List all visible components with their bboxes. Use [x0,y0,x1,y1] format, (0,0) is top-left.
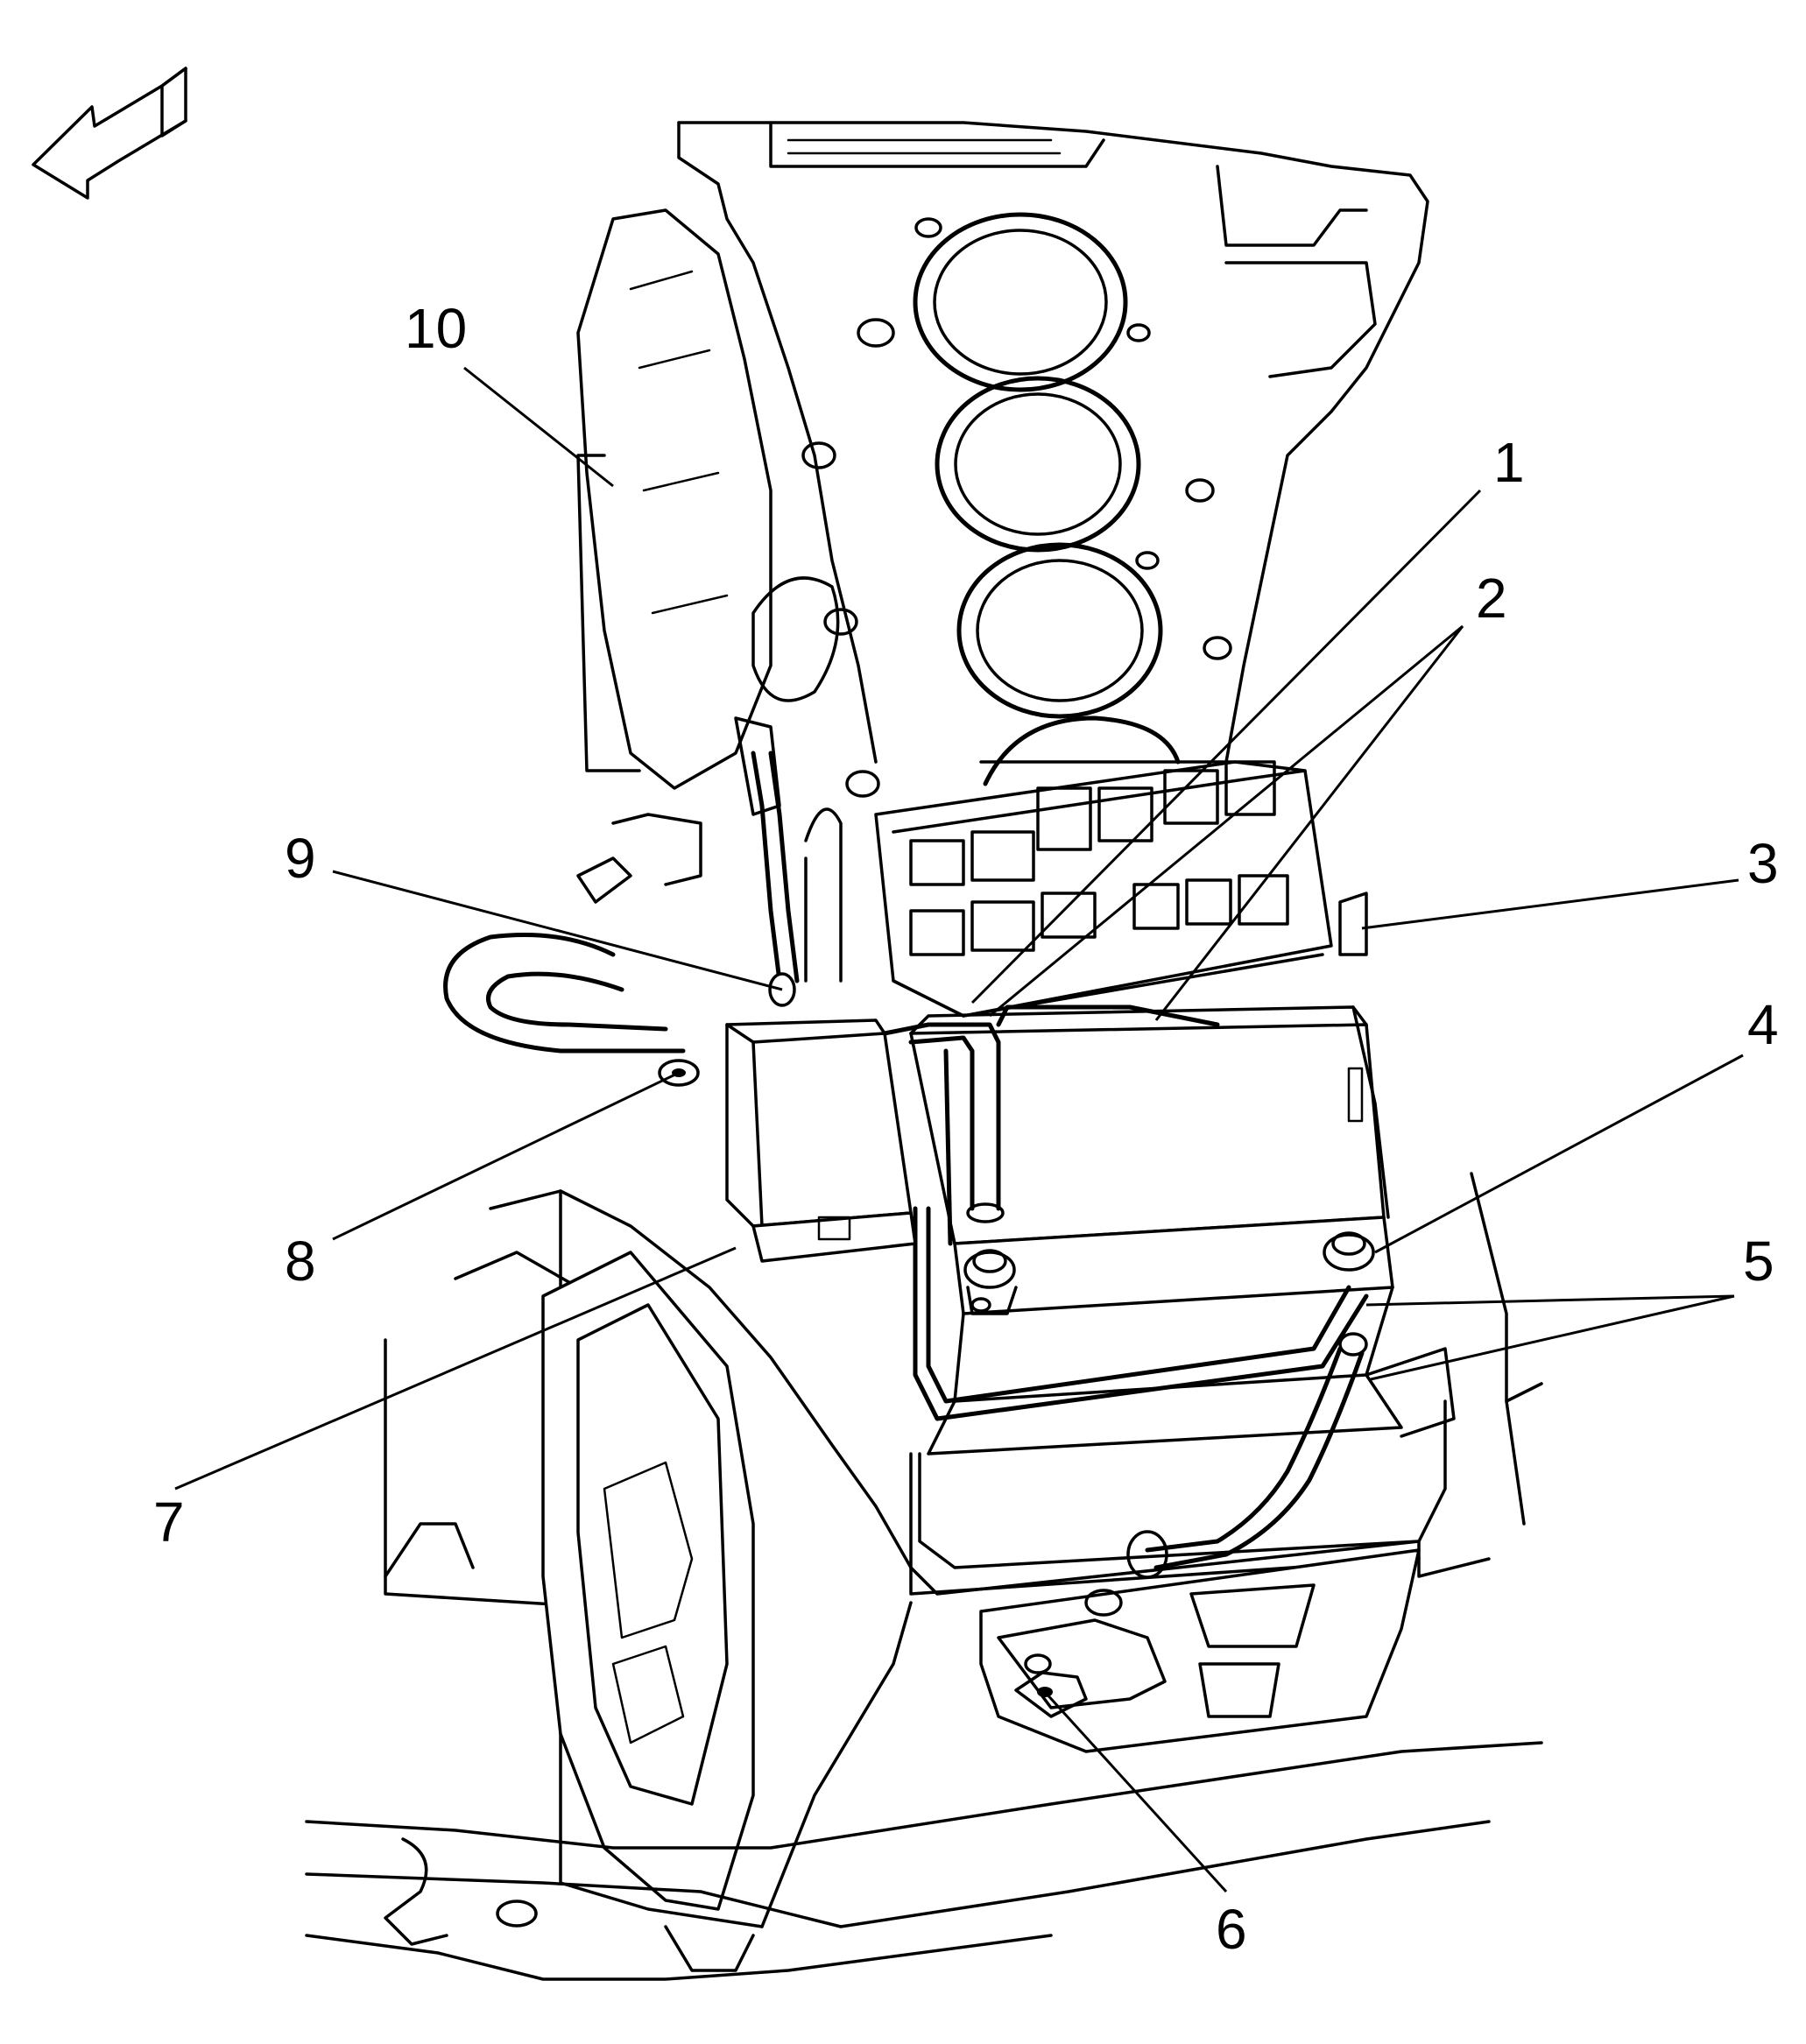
callout-label-6: 6 [1216,1898,1247,1961]
callout-label-8: 8 [285,1230,316,1293]
positive-battery-cable [882,1004,1369,1421]
callout-6: 6 [1216,1898,1247,1961]
callout-label-4: 4 [1747,993,1779,1056]
callout-label-2: 2 [1476,567,1507,630]
engine-side-cover [576,208,840,816]
body-structure [305,1172,1543,1981]
cylinder-bores [913,212,1181,786]
callout-3: 3 [1747,832,1779,895]
callout-5: 5 [1743,1230,1774,1293]
callout-label-1: 1 [1493,431,1525,494]
callout-label-9: 9 [285,827,316,890]
negative-terminal [1323,1231,1375,1272]
coolant-hoses [443,751,843,1054]
callout-label-10: 10 [405,297,467,360]
positive-terminal [963,1249,1018,1315]
callout-4: 4 [1747,993,1779,1056]
fuse-relay-block [874,760,1333,1018]
callout-7: 7 [153,1491,185,1554]
battery-sensor-module [725,1018,917,1263]
callout-9: 9 [285,827,316,890]
negative-cable-clip [1338,892,1368,956]
callout-label-7: 7 [153,1491,185,1554]
callout-2: 2 [1476,567,1507,630]
callout-1: 1 [1493,431,1525,494]
callout-label-3: 3 [1747,832,1779,895]
leader-lines [174,366,1744,1893]
callout-label-5: 5 [1743,1230,1774,1293]
callout-10: 10 [405,297,467,360]
front-direction-arrow-icon [32,67,187,200]
callout-8: 8 [285,1230,316,1293]
engine-block [677,121,1429,798]
battery-tray [909,1347,1456,1596]
